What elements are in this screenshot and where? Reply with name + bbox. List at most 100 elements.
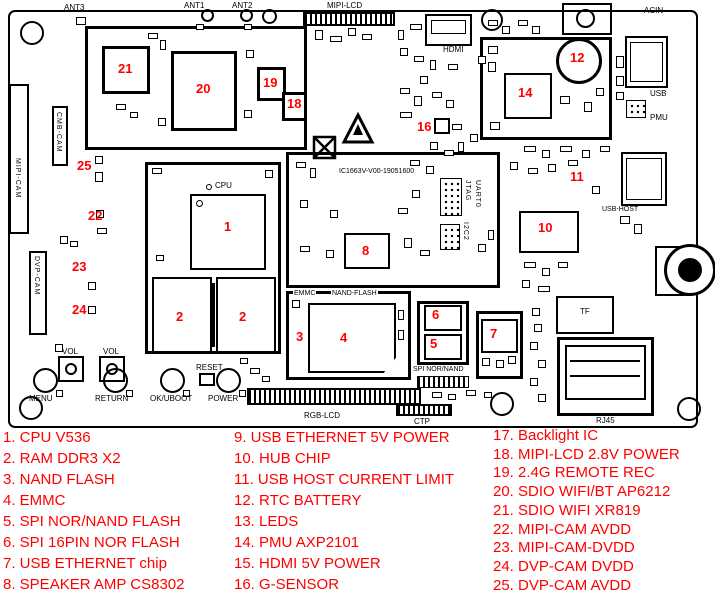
- smd-component: [600, 146, 610, 152]
- smd-component: [348, 28, 356, 36]
- spi-block-outline: [417, 301, 469, 365]
- smd-component: [560, 146, 572, 152]
- label-ant2: ANT2: [232, 1, 253, 10]
- label-ctp: CTP: [414, 417, 430, 426]
- legend-item: 4. EMMC: [3, 492, 66, 509]
- smd-component: [398, 30, 404, 40]
- smd-component: [620, 216, 630, 224]
- smd-component: [490, 122, 500, 130]
- power-button: [216, 368, 241, 393]
- smd-component: [88, 282, 96, 290]
- smd-component: [410, 160, 420, 166]
- smd-component: [96, 210, 104, 218]
- smd-component: [362, 34, 372, 40]
- board-id-text: IC1663V-V00-19051600: [339, 168, 415, 175]
- label-mipi-cam: MIPI-CAM: [14, 158, 21, 199]
- mounting-hole: [20, 21, 44, 45]
- smd-component: [412, 190, 420, 198]
- legend-item: 17. Backlight IC: [493, 427, 599, 444]
- smd-component: [488, 46, 498, 54]
- rtc-battery: [556, 38, 602, 84]
- label-dvp-cam: DVP-CAM: [33, 256, 40, 296]
- label-vol-right: VOL: [103, 347, 120, 356]
- callout-6: 6: [432, 307, 440, 322]
- callout-2-a: 2: [176, 309, 184, 324]
- smd-component: [97, 228, 107, 234]
- ctp-connector: [396, 404, 452, 416]
- smd-component: [458, 142, 464, 152]
- usb-connector-inner: [630, 42, 663, 82]
- smd-component: [160, 40, 166, 50]
- legend-item: 1. CPU V536: [3, 429, 91, 446]
- vol-down-button: [58, 356, 84, 382]
- label-jtag: JTAG: [464, 180, 471, 202]
- smd-component: [430, 60, 436, 70]
- smd-component: [532, 26, 540, 34]
- label-ok-uboot: OK/UBOOT: [150, 394, 193, 403]
- smd-component: [584, 102, 592, 112]
- legend-item: 8. SPEAKER AMP CS8302: [3, 576, 185, 593]
- callout-7: 7: [490, 326, 498, 341]
- label-vol-left: VOL: [62, 347, 79, 356]
- tf-card-slot: [556, 296, 614, 334]
- label-power: POWER: [208, 394, 239, 403]
- usb-host-connector: [621, 152, 667, 206]
- smd-component: [296, 162, 306, 168]
- smd-component: [88, 306, 96, 314]
- smd-component: [616, 92, 624, 100]
- legend-item: 10. HUB CHIP: [234, 450, 331, 467]
- hdmi-connector: [425, 14, 472, 46]
- warning-triangle-icon: [341, 112, 375, 144]
- legend-item: 15. HDMI 5V POWER: [234, 555, 381, 572]
- smd-component: [466, 390, 476, 396]
- spi-pin-header: [417, 376, 469, 388]
- label-nand-flash: NAND-FLASH: [331, 290, 378, 298]
- callout-3: 3: [296, 329, 304, 344]
- smd-component: [534, 324, 542, 332]
- callout-23: 23: [72, 259, 87, 274]
- smd-component: [548, 164, 556, 172]
- label-pmu: PMU: [650, 113, 668, 122]
- label-uart0: UART0: [474, 180, 481, 208]
- legend-item: 12. RTC BATTERY: [234, 492, 362, 509]
- smd-component: [508, 356, 516, 364]
- smd-component: [592, 186, 600, 194]
- ant3-pad: [76, 17, 86, 25]
- menu-button: [33, 368, 58, 393]
- smd-component: [400, 112, 412, 118]
- smd-component: [496, 360, 504, 368]
- smd-component: [330, 36, 342, 42]
- usb-host-connector-inner: [626, 158, 662, 200]
- label-usb-host: USB-HOST: [602, 206, 639, 213]
- legend-item: 3. NAND FLASH: [3, 471, 115, 488]
- smd-component: [524, 262, 536, 268]
- sdio-wifi-bt-ap6212-chip: [171, 51, 237, 131]
- smd-component: [60, 236, 68, 244]
- callout-8: 8: [362, 243, 370, 258]
- rj45-connector-inner: [565, 345, 646, 400]
- smd-component: [262, 376, 270, 382]
- label-rj45: RJ45: [596, 416, 615, 425]
- smd-component: [538, 286, 550, 292]
- legend-item: 2. RAM DDR3 X2: [3, 450, 121, 467]
- mipi-lcd-connector: [303, 12, 395, 26]
- legend-item: 5. SPI NOR/NAND FLASH: [3, 513, 181, 530]
- smd-component: [432, 92, 442, 98]
- smd-component: [414, 56, 424, 62]
- legend-column-1: 1. CPU V536 2. RAM DDR3 X2 3. NAND FLASH…: [3, 427, 185, 595]
- smd-component: [530, 342, 538, 350]
- g-sensor-chip: [434, 118, 450, 134]
- smd-component: [315, 30, 323, 40]
- smd-component: [448, 394, 456, 400]
- mounting-hole: [677, 397, 701, 421]
- cmb-cam-connector: [52, 106, 68, 166]
- legend-column-3: 17. Backlight IC 18. MIPI-LCD 2.8V POWER…: [493, 427, 680, 595]
- legend-item: 6. SPI 16PIN NOR FLASH: [3, 534, 180, 551]
- smd-component: [250, 368, 260, 374]
- hub-chip: [519, 211, 579, 253]
- legend-item: 20. SDIO WIFI/BT AP6212: [493, 483, 671, 501]
- legend-item: 24. DVP-CAM DVDD: [493, 557, 634, 575]
- smd-component: [400, 88, 410, 94]
- label-i2c2: I2C2: [462, 222, 469, 241]
- legend-item: 18. MIPI-LCD 2.8V POWER: [493, 445, 680, 463]
